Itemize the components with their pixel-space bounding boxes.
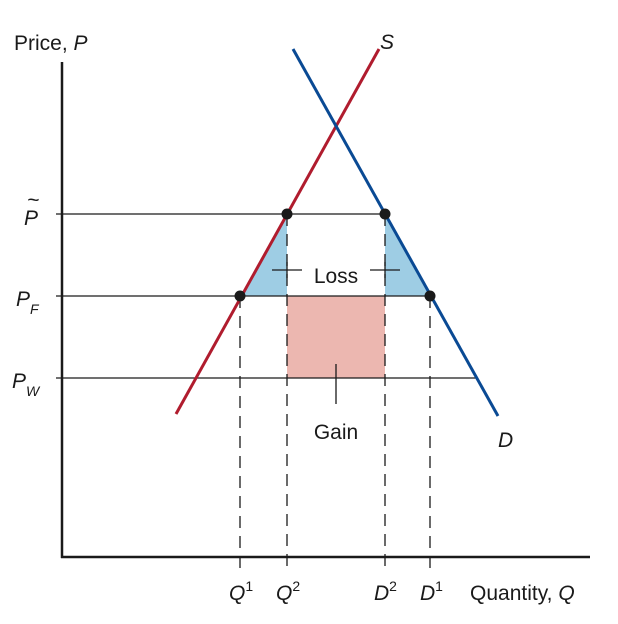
q2-label-sup: 2 [292,578,300,594]
d2-label-main: D [374,582,389,605]
point-d2-ptilde [379,208,391,220]
pf-label: PF [16,288,40,317]
q2-label-main: Q [276,582,292,605]
gain-label: Gain [314,421,358,444]
point-q2-ptilde [281,208,293,220]
demand-label: D [498,429,513,452]
y-axis-title: Price, P [14,32,88,55]
x-axis-title-text: Quantity, [470,582,558,605]
gain-rectangle [287,296,385,378]
q2-label: Q2 [276,578,300,605]
y-axis-title-var: P [74,32,88,55]
d2-label: D2 [374,578,397,605]
p-tilde-mark: ~ [27,189,39,212]
pw-label-main: P [12,370,26,393]
point-d1-pf [424,290,436,302]
q1-label-sup: 1 [245,578,253,594]
pw-label-sub: W [26,383,41,399]
point-q1-pf [234,290,246,302]
pw-label: PW [12,370,41,399]
d2-label-sup: 2 [389,578,397,594]
q1-label-main: Q [229,582,245,605]
pf-label-main: P [16,288,30,311]
x-axis-title-var: Q [558,582,574,605]
x-axis-title: Quantity, Q [470,582,575,605]
loss-label: Loss [314,265,358,288]
q1-label: Q1 [229,578,253,605]
demand-curve [291,48,500,417]
p-tilde-label: P [24,207,38,230]
pf-label-sub: F [30,301,40,317]
y-axis-title-text: Price, [14,32,74,55]
d1-label-main: D [420,582,435,605]
supply-curve [174,48,381,415]
d1-label: D1 [420,578,443,605]
d1-label-sup: 1 [435,578,443,594]
supply-label: S [380,31,394,54]
